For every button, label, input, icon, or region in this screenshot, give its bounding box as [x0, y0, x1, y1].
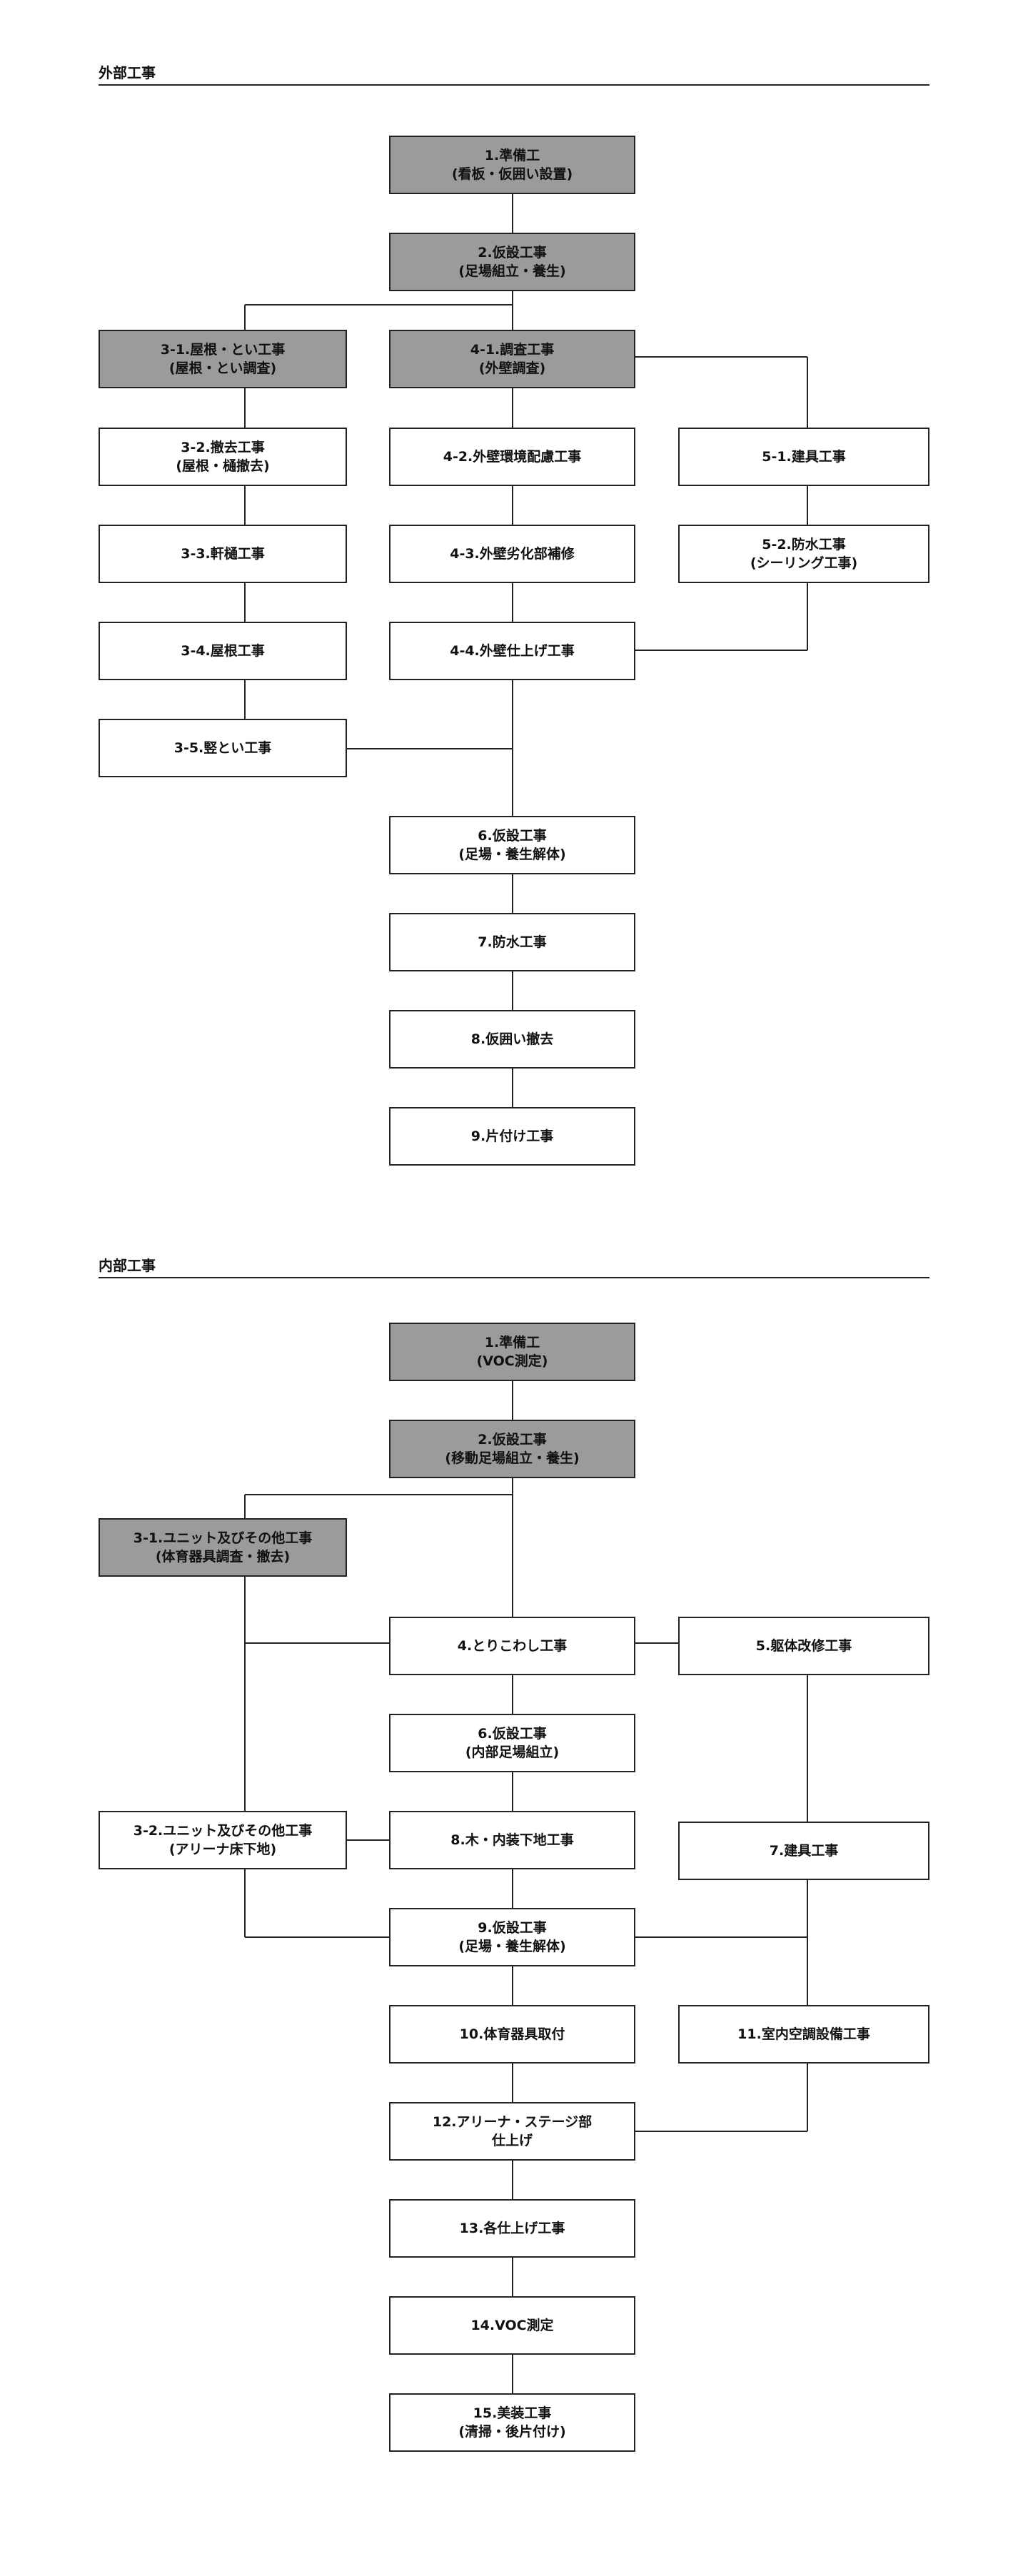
node-sublabel: (足場・養生解体) — [458, 1939, 566, 1954]
node-label: 2.仮設工事 — [478, 245, 547, 261]
node-label: 5-1.建具工事 — [762, 449, 846, 465]
node-label: 3-3.軒樋工事 — [181, 546, 265, 562]
ext-node-5-2-waterproofing: 5-2.防水工事 (シーリング工事) — [678, 525, 929, 583]
node-label: 4-1.調査工事 — [470, 342, 555, 358]
int-node-2-temporary-works: 2.仮設工事 (移動足場組立・養生) — [389, 1420, 635, 1478]
ext-node-3-2-removal: 3-2.撤去工事 (屋根・樋撤去) — [99, 428, 347, 486]
ext-node-4-1-survey: 4-1.調査工事 (外壁調査) — [389, 330, 635, 388]
node-label: 3-2.ユニット及びその他工事 — [133, 1823, 313, 1839]
ext-node-3-3-eaves-gutter: 3-3.軒樋工事 — [99, 525, 347, 583]
node-label: 11.室内空調設備工事 — [737, 2026, 870, 2042]
ext-node-5-1-fittings: 5-1.建具工事 — [678, 428, 929, 486]
ext-node-9-cleanup: 9.片付け工事 — [389, 1107, 635, 1166]
node-label: 13.各仕上げ工事 — [459, 2221, 565, 2236]
node-label: 1.準備工 — [484, 148, 540, 163]
node-sublabel: (アリーナ床下地) — [168, 1842, 277, 1857]
int-node-12-arena-stage-finish: 12.アリーナ・ステージ部 仕上げ — [389, 2102, 635, 2161]
node-label: 4-2.外壁環境配慮工事 — [443, 449, 582, 465]
node-label: 5-2.防水工事 — [762, 537, 846, 552]
ext-node-4-2-wall-environment: 4-2.外壁環境配慮工事 — [389, 428, 635, 486]
node-sublabel: (屋根・とい調査) — [168, 360, 277, 376]
node-label: 15.美装工事 — [473, 2405, 552, 2421]
node-label: 7.建具工事 — [769, 1843, 839, 1859]
int-node-5-frame-repair: 5.躯体改修工事 — [678, 1617, 929, 1675]
ext-node-7-waterproofing: 7.防水工事 — [389, 913, 635, 971]
node-sublabel: 仕上げ — [491, 2133, 533, 2148]
int-node-9-scaffold-dismantle: 9.仮設工事 (足場・養生解体) — [389, 1908, 635, 1966]
node-label: 12.アリーナ・ステージ部 — [432, 2114, 593, 2130]
int-node-3-2-arena-subfloor: 3-2.ユニット及びその他工事 (アリーナ床下地) — [99, 1811, 347, 1869]
node-label: 9.片付け工事 — [470, 1128, 554, 1144]
ext-node-2-temporary-works: 2.仮設工事 (足場組立・養生) — [389, 233, 635, 291]
node-label: 3-1.ユニット及びその他工事 — [133, 1530, 313, 1546]
node-label: 6.仮設工事 — [478, 828, 547, 844]
interior-section-title: 内部工事 — [99, 1257, 156, 1274]
node-label: 14.VOC測定 — [470, 2318, 554, 2333]
ext-node-6-scaffold-dismantle: 6.仮設工事 (足場・養生解体) — [389, 816, 635, 874]
node-sublabel: (足場・養生解体) — [458, 847, 566, 862]
node-sublabel: (外壁調査) — [478, 360, 546, 376]
node-sublabel: (内部足場組立) — [465, 1744, 560, 1760]
int-node-3-1-unit-works: 3-1.ユニット及びその他工事 (体育器具調査・撤去) — [99, 1518, 347, 1577]
ext-node-4-3-wall-repair: 4-3.外壁劣化部補修 — [389, 525, 635, 583]
node-label: 3-5.竪とい工事 — [173, 740, 272, 756]
node-label: 8.木・内装下地工事 — [450, 1832, 574, 1848]
node-label: 4.とりこわし工事 — [457, 1638, 568, 1654]
exterior-divider — [99, 84, 929, 86]
node-label: 1.準備工 — [484, 1335, 540, 1350]
int-node-13-finishing: 13.各仕上げ工事 — [389, 2199, 635, 2258]
node-sublabel: (清掃・後片付け) — [458, 2424, 566, 2440]
ext-node-1-preparation: 1.準備工 (看板・仮囲い設置) — [389, 136, 635, 194]
ext-node-3-1-roof-gutter: 3-1.屋根・とい工事 (屋根・とい調査) — [99, 330, 347, 388]
node-label: 3-2.撤去工事 — [181, 440, 265, 455]
node-label: 5.躯体改修工事 — [755, 1638, 852, 1654]
node-label: 9.仮設工事 — [478, 1920, 547, 1936]
node-label: 3-1.屋根・とい工事 — [160, 342, 286, 358]
node-sublabel: (VOC測定) — [476, 1353, 548, 1369]
node-sublabel: (看板・仮囲い設置) — [451, 166, 573, 182]
int-node-8-wood-interior-base: 8.木・内装下地工事 — [389, 1811, 635, 1869]
int-node-4-demolition: 4.とりこわし工事 — [389, 1617, 635, 1675]
ext-node-3-5-downspout: 3-5.竪とい工事 — [99, 719, 347, 777]
int-node-10-gym-equipment: 10.体育器具取付 — [389, 2005, 635, 2064]
int-node-11-hvac: 11.室内空調設備工事 — [678, 2005, 929, 2064]
node-label: 8.仮囲い撤去 — [470, 1031, 554, 1047]
node-label: 3-4.屋根工事 — [181, 643, 265, 659]
ext-node-4-4-wall-finish: 4-4.外壁仕上げ工事 — [389, 622, 635, 680]
int-node-15-cleaning: 15.美装工事 (清掃・後片付け) — [389, 2393, 635, 2452]
int-node-7-fittings: 7.建具工事 — [678, 1822, 929, 1880]
int-node-14-voc: 14.VOC測定 — [389, 2296, 635, 2355]
node-sublabel: (屋根・樋撤去) — [176, 458, 270, 474]
node-sublabel: (足場組立・養生) — [458, 263, 566, 279]
node-label: 10.体育器具取付 — [459, 2026, 565, 2042]
int-node-6-interior-scaffold: 6.仮設工事 (内部足場組立) — [389, 1714, 635, 1772]
node-label: 4-3.外壁劣化部補修 — [450, 546, 575, 562]
exterior-section-title: 外部工事 — [99, 64, 156, 81]
int-node-1-preparation: 1.準備工 (VOC測定) — [389, 1323, 635, 1381]
node-sublabel: (移動足場組立・養生) — [445, 1450, 580, 1466]
ext-node-8-enclosure-removal: 8.仮囲い撤去 — [389, 1010, 635, 1069]
node-label: 6.仮設工事 — [478, 1726, 547, 1742]
node-sublabel: (シーリング工事) — [750, 555, 858, 571]
node-label: 4-4.外壁仕上げ工事 — [450, 643, 575, 659]
ext-node-3-4-roof: 3-4.屋根工事 — [99, 622, 347, 680]
node-label: 2.仮設工事 — [478, 1432, 547, 1448]
interior-divider — [99, 1277, 929, 1278]
node-sublabel: (体育器具調査・撤去) — [155, 1549, 291, 1565]
node-label: 7.防水工事 — [478, 934, 547, 950]
